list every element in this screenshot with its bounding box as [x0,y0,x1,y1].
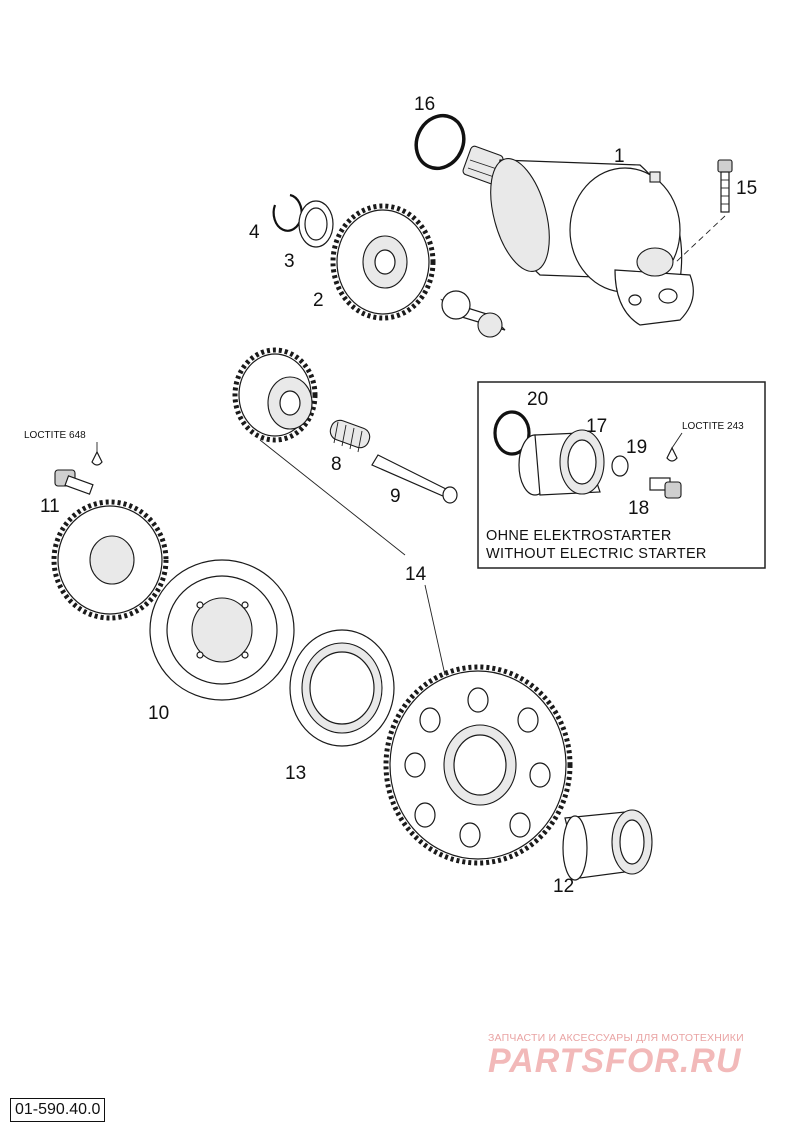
label-part-19: 19 [626,437,647,458]
part-11-gear [51,499,169,621]
leader-lines-14 [259,439,446,676]
drawing-code: 01-590.40.0 [10,1098,106,1122]
part-9-shaft [371,454,458,504]
label-part-14: 14 [405,564,427,585]
inset-caption-en: WITHOUT ELECTRIC STARTER [486,546,707,562]
watermark-logo: PARTSFOR.RU [488,1042,742,1080]
bushing [440,290,506,338]
label-part-20: 20 [527,389,548,410]
part-4-circlip [272,193,303,232]
inset-caption-de: OHNE ELEKTROSTARTER [486,528,672,544]
label-part-3: 3 [284,251,295,272]
part-14-double-gear [232,347,318,443]
label-part-13: 13 [285,763,306,784]
part-17-bushing [518,429,605,496]
loctite-note-11: LOCTITE 648 [24,430,103,466]
label-part-9: 9 [390,486,401,507]
loctite-note-18: LOCTITE 243 [666,421,744,462]
part-8-needle-bearing [329,419,371,453]
part-19-washer [611,455,629,477]
part-12-needle-bearing [562,809,653,881]
part-1-starter-motor [462,145,694,326]
part-3-washer [298,200,334,248]
label-part-15: 15 [736,178,757,199]
label-part-17: 17 [586,416,607,437]
part-2-intermediate-gear [330,203,436,321]
label-part-18: 18 [628,498,649,519]
label-part-4: 4 [249,222,260,243]
label-part-16: 16 [414,94,435,115]
part-10-freewheel-housing [149,559,295,701]
label-part-10: 10 [148,703,169,724]
loctite-648-label: LOCTITE 648 [24,430,86,441]
label-part-2: 2 [313,290,324,311]
label-part-8: 8 [331,454,342,475]
loctite-drop-icon [91,450,103,466]
watermark-tagline: ЗАПЧАСТИ И АКСЕССУАРЫ ДЛЯ МОТОТЕХНИКИ [488,1032,744,1044]
part-14-ring-gear [383,664,573,866]
loctite-drop-icon [666,446,678,462]
part-labels: 1 2 3 4 8 9 10 11 12 13 14 15 16 17 18 1… [40,94,757,897]
part-20-o-ring [493,410,531,456]
part-18-plug-screw [649,477,682,499]
label-part-11: 11 [40,496,60,517]
part-16-o-ring [414,113,466,171]
part-11-screw [54,469,94,495]
part-15-bolt [675,159,733,263]
inset-without-electric-starter: OHNE ELEKTROSTARTER WITHOUT ELECTRIC STA… [477,381,766,569]
label-part-1: 1 [614,146,625,167]
label-part-12: 12 [553,876,574,897]
watermark: ЗАПЧАСТИ И АКСЕССУАРЫ ДЛЯ МОТОТЕХНИКИ PA… [488,1032,788,1081]
loctite-243-label: LOCTITE 243 [682,421,744,432]
part-13-freewheel [289,629,395,747]
